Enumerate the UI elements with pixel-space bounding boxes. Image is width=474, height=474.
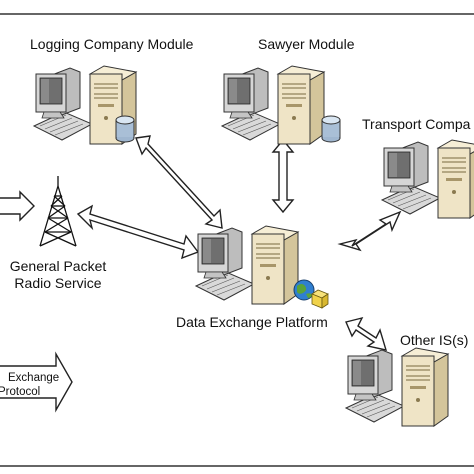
transport-company-label: Transport Compa <box>362 116 471 132</box>
gprs-label-line1: General Packet <box>9 258 107 274</box>
other-is-workstation-icon <box>345 347 449 427</box>
figure-frame <box>0 13 474 467</box>
arrow-sawyer-to-platform <box>271 138 295 214</box>
gprs-label: General Packet Radio Service <box>0 258 116 292</box>
data-exchange-platform-label: Data Exchange Platform <box>176 314 328 330</box>
exchange-protocol-legend-arrow <box>0 351 73 413</box>
sawyer-module-label: Sawyer Module <box>258 36 355 52</box>
arrow-logging-to-platform <box>135 135 223 229</box>
arrow-gprs-to-platform <box>76 204 200 260</box>
radio-tower-icon <box>39 176 77 247</box>
arrow-transport-to-platform <box>337 210 402 252</box>
transport-company-workstation-icon <box>381 139 474 219</box>
gprs-label-line2: Radio Service <box>14 275 102 291</box>
globe-icon <box>293 279 315 301</box>
exchange-protocol-legend-line2: Protocol <box>0 386 41 398</box>
sawyer-database-icon <box>321 115 341 143</box>
data-exchange-platform-workstation-icon <box>195 225 299 305</box>
logging-database-icon <box>115 115 135 143</box>
other-is-label: Other IS(s) <box>400 332 469 348</box>
sawyer-workstation-icon <box>221 65 325 145</box>
logging-company-module-label: Logging Company Module <box>30 36 194 52</box>
arrow-platform-to-other-is <box>345 316 388 351</box>
folder-icon <box>311 289 329 309</box>
exchange-protocol-legend-line1: Exchange <box>8 372 60 384</box>
gprs-left-arrow <box>0 190 35 222</box>
